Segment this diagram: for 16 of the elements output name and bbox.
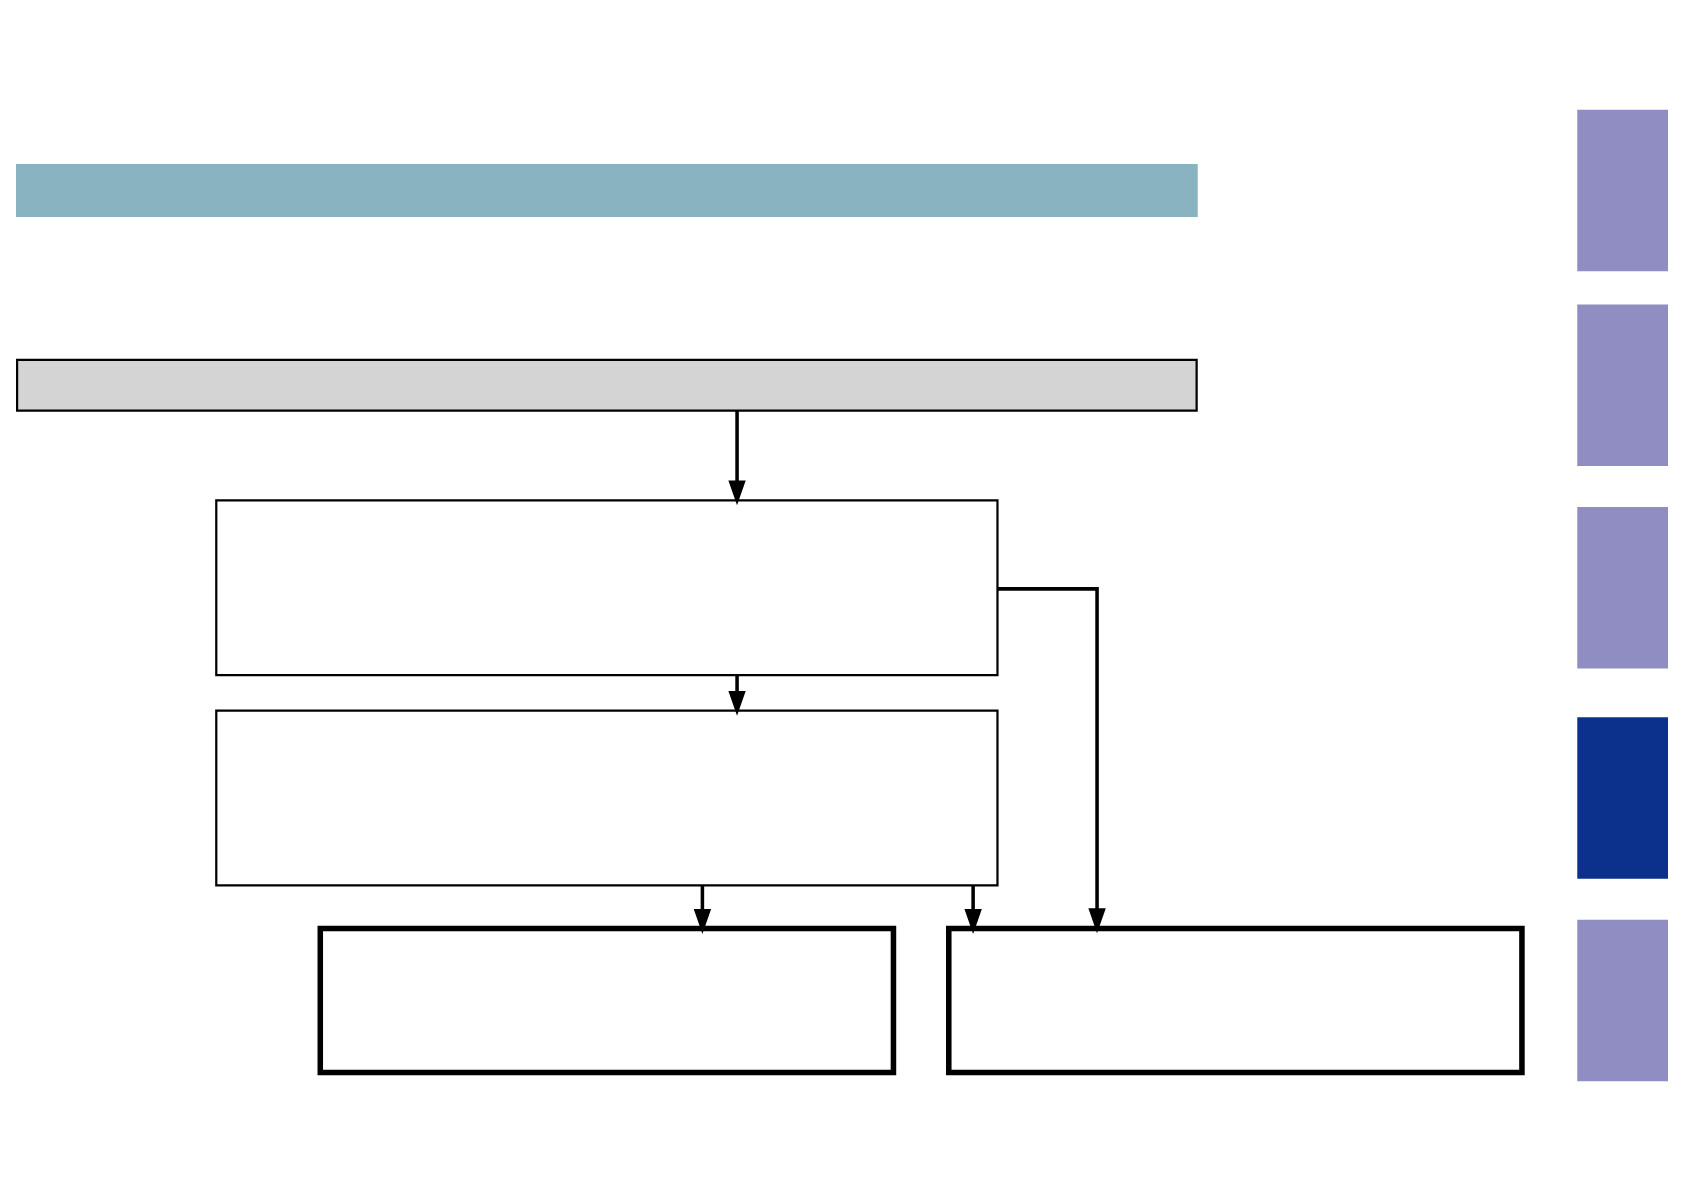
node-bar bbox=[1577, 304, 1668, 467]
arrow bbox=[693, 885, 712, 934]
arrow bbox=[997, 587, 1106, 934]
node-bar bbox=[1577, 717, 1668, 879]
node-bar bbox=[1577, 507, 1668, 669]
arrow bbox=[728, 675, 746, 716]
node-box bbox=[317, 925, 897, 1076]
node-bar bbox=[16, 163, 1198, 218]
node-box bbox=[215, 499, 999, 677]
node-box bbox=[946, 925, 1525, 1076]
node-bar bbox=[1577, 919, 1668, 1082]
node-bar bbox=[1577, 109, 1668, 272]
node-box bbox=[215, 709, 999, 887]
arrow bbox=[964, 885, 982, 934]
node-box bbox=[16, 358, 1198, 412]
arrow bbox=[728, 410, 746, 506]
